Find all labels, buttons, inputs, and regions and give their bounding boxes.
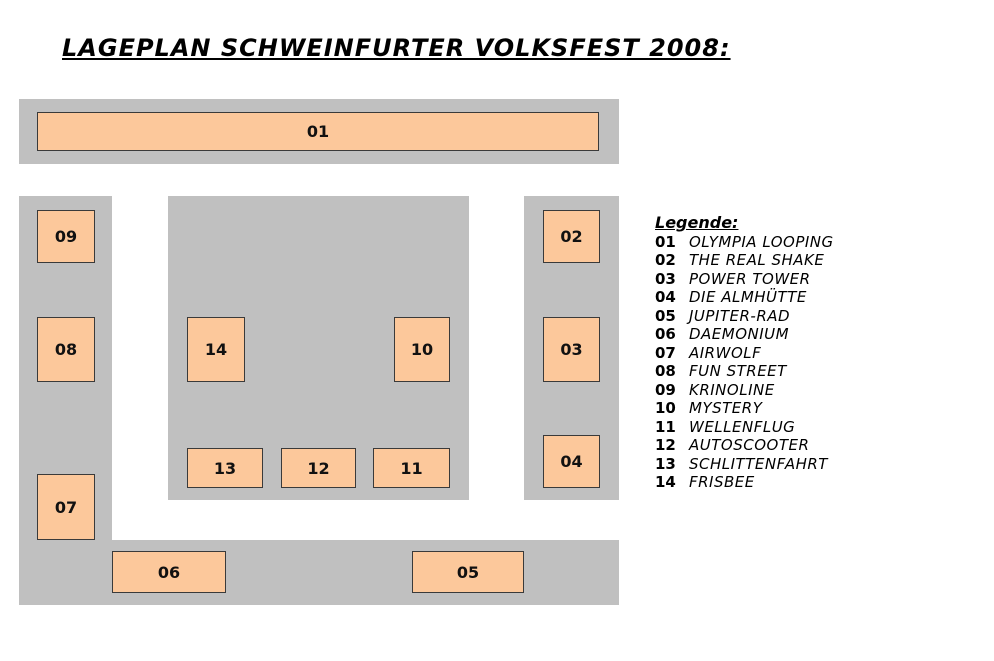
legend-item-number: 06 <box>655 325 676 343</box>
legend-item: 07 AIRWOLF <box>655 344 834 363</box>
legend-item-name: SCHLITTENFAHRT <box>689 454 828 473</box>
booth-10[interactable]: 10 <box>394 317 450 382</box>
legend-item-name: THE REAL SHAKE <box>689 251 825 269</box>
legend-item-number: 13 <box>655 454 676 473</box>
legend-item: 01 OLYMPIA LOOPING <box>655 233 834 252</box>
legend-item: 09 KRINOLINE <box>655 381 834 400</box>
legend-item: 11 WELLENFLUG <box>655 418 834 437</box>
legend-item-number: 07 <box>655 343 676 362</box>
booth-05[interactable]: 05 <box>412 551 524 593</box>
legend-item: 04 DIE ALMHÜTTE <box>655 288 834 307</box>
legend-item: 13 SCHLITTENFAHRT <box>655 455 834 474</box>
booth-02[interactable]: 02 <box>543 210 600 263</box>
booth-13[interactable]: 13 <box>187 448 263 488</box>
legend-item-number: 03 <box>655 269 676 288</box>
booth-06[interactable]: 06 <box>112 551 226 593</box>
legend-item-name: DIE ALMHÜTTE <box>689 288 807 306</box>
legend-item: 10 MYSTERY <box>655 399 834 418</box>
booth-07[interactable]: 07 <box>37 474 95 540</box>
legend-item-name: POWER TOWER <box>689 269 811 288</box>
legend-item: 14 FRISBEE <box>655 473 834 492</box>
legend-item: 06 DAEMONIUM <box>655 325 834 344</box>
legend-title: Legende: <box>655 213 739 232</box>
legend-item-number: 05 <box>655 306 676 325</box>
booth-12[interactable]: 12 <box>281 448 356 488</box>
booth-09[interactable]: 09 <box>37 210 95 263</box>
legend-item-number: 04 <box>655 288 676 306</box>
booth-08[interactable]: 08 <box>37 317 95 382</box>
legend-item-name: AUTOSCOOTER <box>689 436 810 454</box>
legend-item-number: 02 <box>655 251 676 269</box>
booth-04[interactable]: 04 <box>543 435 600 488</box>
legend-item-name: AIRWOLF <box>689 343 762 362</box>
legend-item-name: FUN STREET <box>689 362 787 380</box>
legend-item-number: 12 <box>655 436 676 454</box>
legend-item-name: MYSTERY <box>689 399 763 417</box>
booth-14[interactable]: 14 <box>187 317 245 382</box>
booth-01[interactable]: 01 <box>37 112 599 151</box>
legend-item-name: WELLENFLUG <box>689 417 796 436</box>
booth-11[interactable]: 11 <box>373 448 450 488</box>
legend-item-name: JUPITER-RAD <box>689 306 791 325</box>
legend-item-number: 08 <box>655 362 676 380</box>
legend-item-name: OLYMPIA LOOPING <box>689 232 834 251</box>
legend-item-number: 10 <box>655 399 676 417</box>
legend-item-number: 01 <box>655 232 676 251</box>
legend-item: 08 FUN STREET <box>655 362 834 381</box>
legend-item-number: 14 <box>655 473 676 491</box>
legend-item-name: KRINOLINE <box>689 380 775 399</box>
map-title: LAGEPLAN SCHWEINFURTER VOLKSFEST 2008: <box>62 34 731 62</box>
legend-item: 12 AUTOSCOOTER <box>655 436 834 455</box>
area-bottom <box>19 540 619 605</box>
legend-item: 02 THE REAL SHAKE <box>655 251 834 270</box>
legend: Legende: 01 OLYMPIA LOOPING 02 THE REAL SH… <box>655 213 834 492</box>
legend-item: 03 POWER TOWER <box>655 270 834 289</box>
legend-item-name: DAEMONIUM <box>689 325 790 343</box>
legend-item-number: 11 <box>655 417 676 436</box>
booth-03[interactable]: 03 <box>543 317 600 382</box>
legend-item-name: FRISBEE <box>689 473 755 491</box>
legend-item-number: 09 <box>655 380 676 399</box>
legend-item: 05 JUPITER-RAD <box>655 307 834 326</box>
